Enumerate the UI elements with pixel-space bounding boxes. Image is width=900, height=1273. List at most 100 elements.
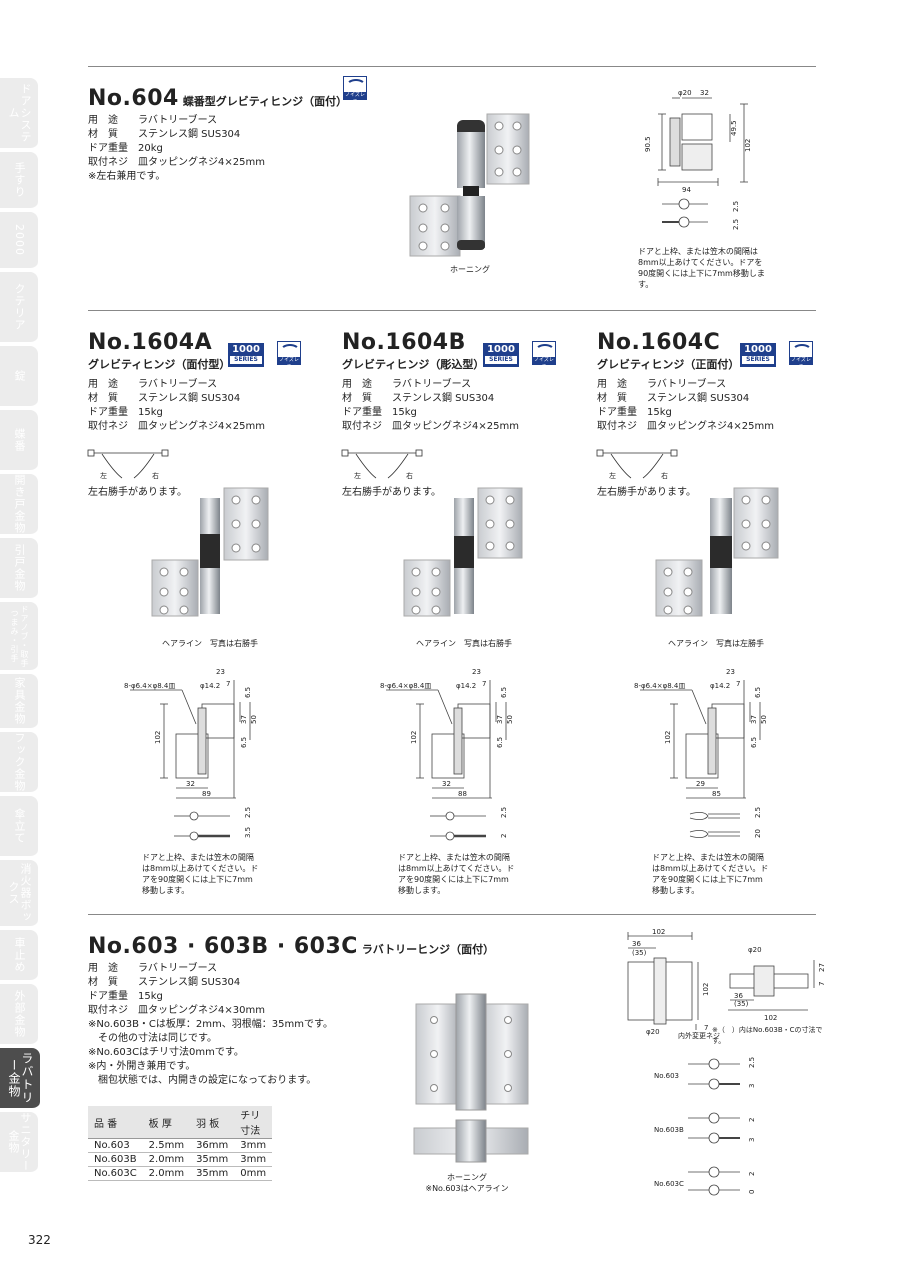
svg-text:23: 23 xyxy=(216,668,225,676)
sidebar-tab-umbrella[interactable]: 傘立て xyxy=(0,796,38,858)
note-604: ドアと上枠、または笠木の間隔は8mm以上あけてください。ドアを90度開くには上下… xyxy=(638,247,765,289)
dimension-drawing-1604a: 8-φ6.4×φ8.4皿 φ14.2 23 7 6.5 37 50 102 6.… xyxy=(124,668,258,841)
sidebar-tab-door-system[interactable]: ドアシステム xyxy=(0,78,38,150)
svg-text:2.5: 2.5 xyxy=(754,807,762,818)
svg-text:29: 29 xyxy=(696,780,705,788)
sidebar-tab-sanitary[interactable]: サニタリー金物 xyxy=(0,1112,38,1174)
svg-text:50: 50 xyxy=(506,715,514,724)
photo-caption-603: ホーニング※No.603はヘアライン xyxy=(425,1173,509,1193)
subtitle-1604a: グレビティヒンジ（面付型） xyxy=(88,358,231,371)
svg-text:(35): (35) xyxy=(734,1000,749,1008)
svg-text:90.5: 90.5 xyxy=(644,136,652,152)
hinge-photo-603 xyxy=(413,993,529,1163)
divider-2 xyxy=(88,914,816,915)
photo-caption-604: ホーニング xyxy=(450,265,490,274)
svg-text:右: 右 xyxy=(152,471,159,480)
svg-text:右: 右 xyxy=(406,471,413,480)
photo-caption-1604a: ヘアライン 写真は右勝手 xyxy=(162,639,258,648)
svg-text:φ20: φ20 xyxy=(678,89,692,97)
svg-text:23: 23 xyxy=(726,668,735,676)
sidebar-tab-bollard[interactable]: 車止め xyxy=(0,930,38,982)
noiseless-icon: ノイズレス xyxy=(277,341,301,370)
noiseless-icon: ノイズレス xyxy=(789,341,813,370)
svg-text:6.5: 6.5 xyxy=(754,687,762,698)
model-title-1604b: No.1604B xyxy=(342,330,466,355)
svg-text:3: 3 xyxy=(748,1084,756,1088)
svg-text:8-φ6.4×φ8.4皿: 8-φ6.4×φ8.4皿 xyxy=(124,682,175,690)
swing-diagram-1604b: 左 右 xyxy=(341,449,423,480)
svg-text:φ14.2: φ14.2 xyxy=(710,682,730,690)
svg-text:102: 102 xyxy=(702,983,710,996)
svg-text:φ20: φ20 xyxy=(748,946,762,954)
svg-text:37: 37 xyxy=(750,715,758,724)
svg-text:0: 0 xyxy=(748,1190,756,1194)
sidebar-tab-sliding-door[interactable]: 引戸金物 xyxy=(0,538,38,600)
svg-text:7: 7 xyxy=(226,680,230,688)
svg-text:No.603: No.603 xyxy=(654,1072,679,1080)
svg-text:94: 94 xyxy=(682,186,691,194)
svg-text:No.603B: No.603B xyxy=(654,1126,684,1134)
svg-text:102: 102 xyxy=(664,731,672,744)
hand-note-1604c: 左右勝手があります。 xyxy=(597,487,696,498)
hand-note-1604b: 左右勝手があります。 xyxy=(342,487,441,498)
sidebar-tab-2000[interactable]: 2000 xyxy=(0,212,38,270)
top-divider xyxy=(88,66,816,67)
divider-1 xyxy=(88,310,816,311)
svg-text:3.5: 3.5 xyxy=(244,827,252,838)
hinge-photo-1604b xyxy=(403,487,523,617)
svg-text:2.5: 2.5 xyxy=(500,807,508,818)
svg-text:左: 左 xyxy=(354,471,361,480)
svg-text:左: 左 xyxy=(100,471,107,480)
svg-text:32: 32 xyxy=(186,780,195,788)
svg-text:102: 102 xyxy=(410,731,418,744)
svg-text:2.5: 2.5 xyxy=(748,1057,756,1068)
note-1604b: ドアと上枠、または笠木の間隔は8mm以上あけてください。ドアを90度開くには上下… xyxy=(398,853,515,895)
svg-text:27: 27 xyxy=(818,963,826,972)
svg-text:(35): (35) xyxy=(632,949,647,957)
svg-text:No.603C: No.603C xyxy=(654,1180,684,1188)
hinge-photo-604 xyxy=(409,113,530,257)
subtitle-1604b: グレビティヒンジ（彫込型） xyxy=(342,358,485,371)
swing-diagram-1604a: 左 右 xyxy=(87,449,169,480)
svg-text:50: 50 xyxy=(250,715,258,724)
svg-text:右: 右 xyxy=(661,471,668,480)
sidebar-tab-extinguisher[interactable]: 消火器ボックス xyxy=(0,860,38,928)
svg-text:88: 88 xyxy=(458,790,467,798)
svg-text:φ14.2: φ14.2 xyxy=(200,682,220,690)
svg-text:2.5: 2.5 xyxy=(732,201,740,212)
svg-text:102: 102 xyxy=(652,928,665,936)
sidebar-tab-interior[interactable]: クテリア xyxy=(0,272,38,344)
svg-text:6.5: 6.5 xyxy=(750,737,758,748)
sidebar-tab-hook[interactable]: フック金物 xyxy=(0,732,38,794)
svg-text:6.5: 6.5 xyxy=(244,687,252,698)
svg-text:102: 102 xyxy=(764,1014,777,1022)
hand-note-1604a: 左右勝手があります。 xyxy=(88,487,187,498)
sidebar-tab-lavatory[interactable]: ラバトリー金物 xyxy=(0,1048,40,1110)
dimension-drawing-604: φ20 32 90.5 49.5 102 94 2.5 2.5 xyxy=(644,89,752,230)
sidebar-tab-swing-door[interactable]: 開き戸金物 xyxy=(0,474,38,536)
sidebar-tab-lock[interactable]: 錠 xyxy=(0,346,38,408)
svg-text:6.5: 6.5 xyxy=(500,687,508,698)
photo-caption-1604c: ヘアライン 写真は左勝手 xyxy=(668,639,764,648)
svg-text:32: 32 xyxy=(442,780,451,788)
svg-text:3: 3 xyxy=(748,1138,756,1142)
sidebar-tab-exterior[interactable]: 外部金物 xyxy=(0,984,38,1046)
svg-text:φ20: φ20 xyxy=(646,1028,660,1036)
sidebar-tab-handrail[interactable]: 手すり xyxy=(0,152,38,210)
sidebar-tab-hinge[interactable]: 蝶番 xyxy=(0,410,38,472)
swing-diagram-1604c: 左 右 xyxy=(596,449,678,480)
svg-text:7: 7 xyxy=(736,680,740,688)
svg-text:内外変更ネジ: 内外変更ネジ xyxy=(678,1031,720,1040)
sidebar-tab-furniture[interactable]: 家具金物 xyxy=(0,674,38,730)
sidebar-tab-knob[interactable]: ドアノブ・取手 つまみ・引手 xyxy=(0,602,38,672)
